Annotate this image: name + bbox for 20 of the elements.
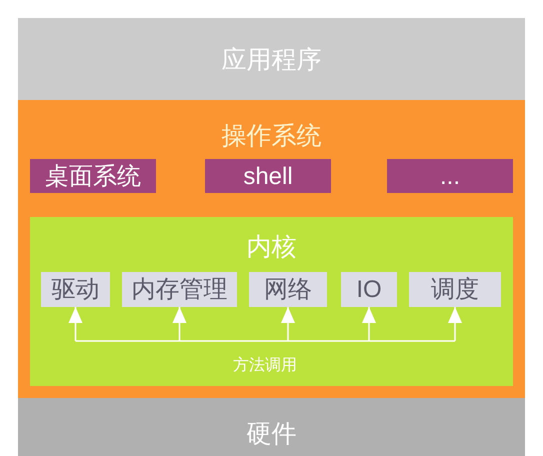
arrow: [448, 307, 462, 341]
module-box: IO: [341, 272, 397, 307]
module-box: 驱动: [41, 272, 110, 307]
module-box: ...: [387, 159, 513, 193]
arrow: [68, 307, 82, 341]
module-box: 桌面系统: [30, 159, 156, 193]
module-box: 调度: [409, 272, 501, 307]
module-box: 网络: [249, 272, 327, 307]
module-box: shell: [205, 159, 331, 193]
layer-panel: [30, 217, 513, 386]
layer-title: 操作系统: [222, 121, 322, 151]
arrow: [281, 307, 295, 341]
arrow: [362, 307, 376, 341]
layer-title: 内核: [246, 232, 296, 262]
bus-line: [76, 340, 455, 342]
layer-panel: [18, 100, 525, 398]
arrow: [172, 307, 186, 341]
bus-label: 方法调用: [233, 356, 297, 374]
layer-band: 硬件: [18, 398, 525, 456]
module-box: 内存管理: [122, 272, 237, 307]
